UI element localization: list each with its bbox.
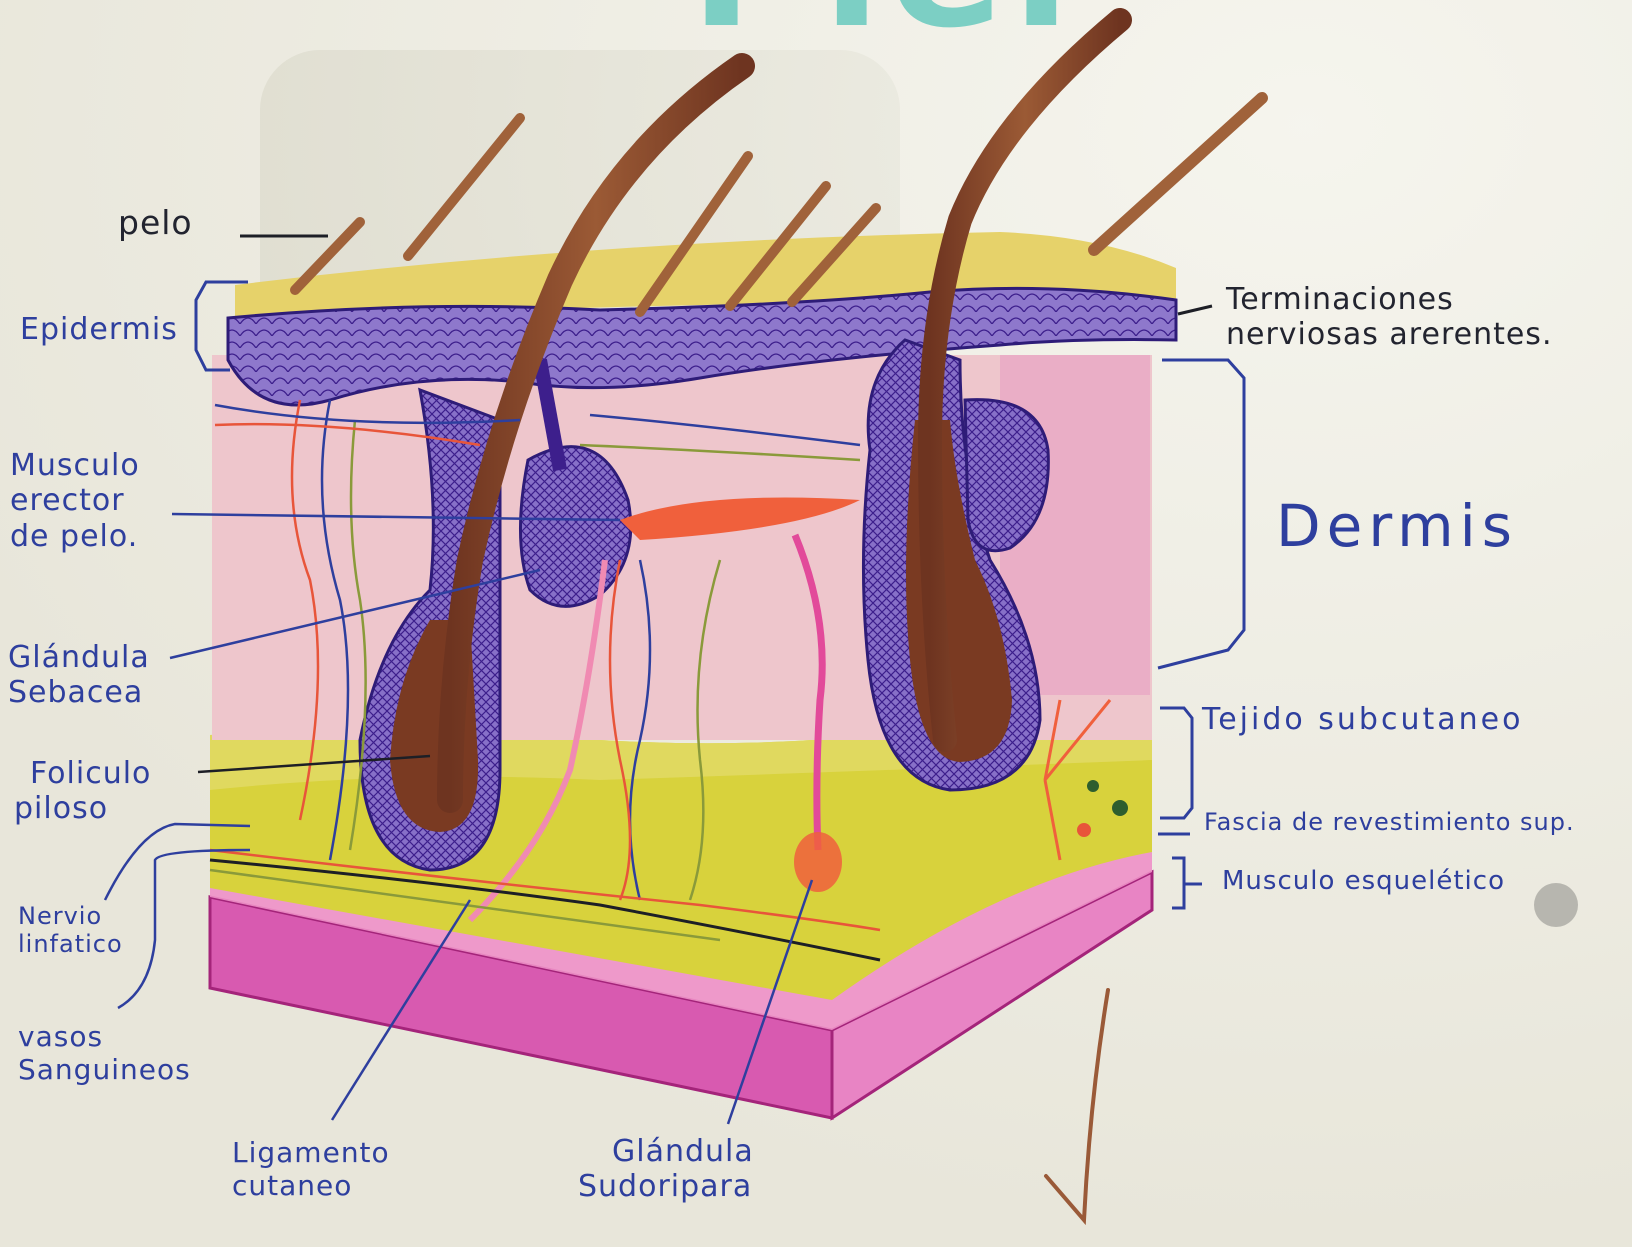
label-foliculo-piloso: Foliculo piloso — [14, 756, 151, 827]
label-line: Ligamento — [232, 1136, 390, 1169]
label-glandula-sudoripara: Glándula Sudoripara — [578, 1134, 754, 1205]
page-title: Piel — [690, 0, 1078, 52]
label-line: Musculo — [10, 448, 140, 483]
label-line: nerviosas arerentes. — [1226, 317, 1552, 352]
label-line: Sanguineos — [18, 1053, 191, 1086]
vessel-dot-1 — [1087, 780, 1099, 792]
label-fascia: Fascia de revestimiento sup. — [1204, 808, 1575, 836]
label-ligamento-cutaneo: Ligamento cutaneo — [232, 1136, 390, 1202]
binder-hole — [1534, 883, 1578, 927]
label-tejido-subcutaneo: Tejido subcutaneo — [1202, 702, 1523, 737]
label-line: piloso — [14, 791, 151, 826]
label-line: Foliculo — [14, 756, 151, 791]
label-dermis: Dermis — [1276, 492, 1518, 560]
label-epidermis: Epidermis — [20, 312, 178, 347]
label-line: Sudoripara — [578, 1169, 754, 1204]
label-pelo: pelo — [118, 204, 193, 243]
label-line: cutaneo — [232, 1169, 390, 1202]
label-line: Glándula — [578, 1134, 754, 1169]
label-line: Glándula — [8, 640, 150, 675]
label-vasos-sanguineos: vasos Sanguineos — [18, 1020, 191, 1086]
vessel-dot-3 — [1077, 823, 1091, 837]
label-musculo-erector: Musculo erector de pelo. — [10, 448, 140, 554]
label-terminaciones-nerviosas: Terminaciones nerviosas arerentes. — [1226, 282, 1552, 353]
label-line: linfatico — [18, 930, 123, 958]
label-line: Sebacea — [8, 675, 150, 710]
sweat-gland-coil — [794, 832, 842, 892]
label-line: erector — [10, 483, 140, 518]
label-line: de pelo. — [10, 519, 140, 554]
label-line: Nervio — [18, 902, 123, 930]
label-glandula-sebacea: Glándula Sebacea — [8, 640, 150, 711]
vessel-dot-2 — [1112, 800, 1128, 816]
label-line: vasos — [18, 1020, 191, 1053]
label-line: Terminaciones — [1226, 282, 1552, 317]
label-musculo-esqueletico: Musculo esquelético — [1222, 866, 1505, 897]
label-nervio-linfatico: Nervio linfatico — [18, 902, 123, 959]
